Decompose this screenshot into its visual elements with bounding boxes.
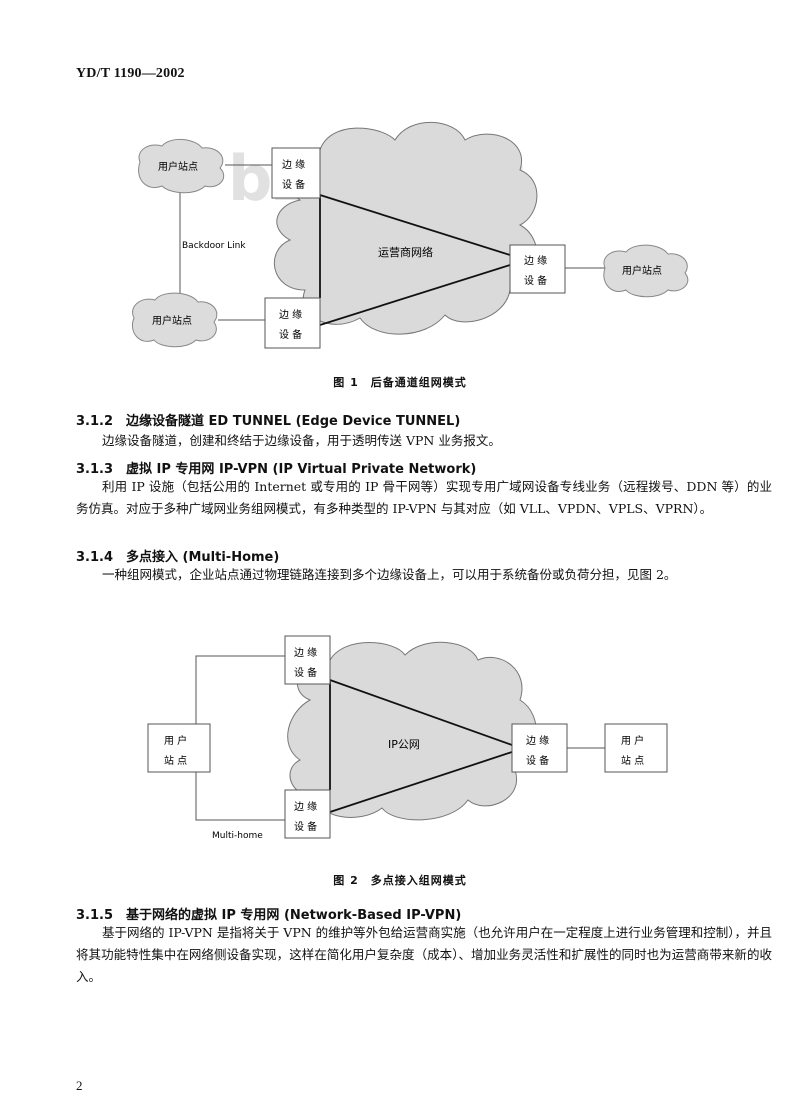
section-3-1-4-text: 一种组网模式，企业站点通过物理链路连接到多个边缘设备上，可以用于系统备份或负荷分… <box>102 567 677 582</box>
user-site-cloud <box>138 139 225 194</box>
edge-device-label: 设 备 <box>282 178 305 191</box>
section-3-1-5-title: 3.1.5 基于网络的虚拟 IP 专用网 (Network-Based IP-V… <box>76 908 462 923</box>
user-site-label: 用 户 <box>621 734 644 747</box>
document-code: YD/T 1190—2002 <box>76 66 185 81</box>
backdoor-link-label: Backdoor Link <box>182 241 246 251</box>
section-3-1-2-text: 边缘设备隧道，创建和终结于边缘设备，用于透明传送 VPN 业务报文。 <box>102 433 501 448</box>
section-3-1-2-title: 3.1.2 边缘设备隧道 ED TUNNEL (Edge Device TUNN… <box>76 414 461 429</box>
edge-device-box <box>509 244 566 294</box>
tunnel-line <box>319 264 511 326</box>
edge-device-box <box>511 723 568 773</box>
tunnel-line <box>319 194 511 256</box>
user-site-cloud <box>603 244 689 298</box>
figure-1-diagram: bzxz.net 用户站点 用户站点 用户站点 边 缘 设 备 边 缘 设 备 … <box>132 121 689 349</box>
section-3-1-4-title: 3.1.4 多点接入 (Multi-Home) <box>76 550 280 565</box>
edge-device-label: 设 备 <box>524 274 547 287</box>
page-number: 2 <box>76 1078 83 1093</box>
edge-device-label: 边 缘 <box>526 734 549 747</box>
user-site-label: 站 点 <box>621 754 644 767</box>
edge-device-label: 边 缘 <box>279 308 302 321</box>
tunnel-line <box>329 751 513 813</box>
user-site-label: 用户站点 <box>622 264 662 277</box>
multihome-link-line <box>195 772 285 821</box>
edge-device-label: 设 备 <box>279 328 302 341</box>
figure-2-caption: 图 2 多点接入组网模式 <box>333 874 467 887</box>
edge-device-label: 边 缘 <box>282 158 305 171</box>
user-site-box <box>147 723 211 773</box>
edge-device-label: 边 缘 <box>524 254 547 267</box>
edge-device-label: 设 备 <box>526 754 549 767</box>
section-3-1-3-text: 利用 IP 设施（包括公用的 Internet 或专用的 IP 骨干网等）实现专… <box>76 479 772 516</box>
edge-device-label: 边 缘 <box>294 646 317 659</box>
user-site-cloud <box>132 292 218 348</box>
user-site-label: 用 户 <box>164 734 187 747</box>
edge-device-box <box>284 635 331 685</box>
cloud-label: 运营商网络 <box>378 245 433 259</box>
section-3-1-3-title: 3.1.3 虚拟 IP 专用网 IP-VPN (IP Virtual Priva… <box>76 462 477 477</box>
user-site-box <box>604 723 668 773</box>
edge-device-box <box>284 789 331 839</box>
edge-device-label: 设 备 <box>294 666 317 679</box>
figure-2-diagram: 用 户 站 点 用 户 站 点 边 缘 设 备 边 缘 设 备 边 缘 设 备 … <box>147 635 668 841</box>
edge-device-label: 设 备 <box>294 820 317 833</box>
user-site-label: 站 点 <box>164 754 187 767</box>
edge-device-box <box>271 147 321 199</box>
user-site-label: 用户站点 <box>152 314 192 327</box>
edge-device-box <box>264 297 321 349</box>
multihome-label: Multi-home <box>212 831 263 841</box>
cloud-label: IP公网 <box>388 738 420 751</box>
section-3-1-5-text: 基于网络的 IP-VPN 是指将关于 VPN 的维护等外包给运营商实施（也允许用… <box>76 925 772 984</box>
edge-device-label: 边 缘 <box>294 800 317 813</box>
figure-1-caption: 图 1 后备通道组网模式 <box>333 376 467 389</box>
tunnel-line <box>329 679 513 746</box>
multihome-link-line <box>195 655 285 724</box>
user-site-label: 用户站点 <box>158 160 198 173</box>
